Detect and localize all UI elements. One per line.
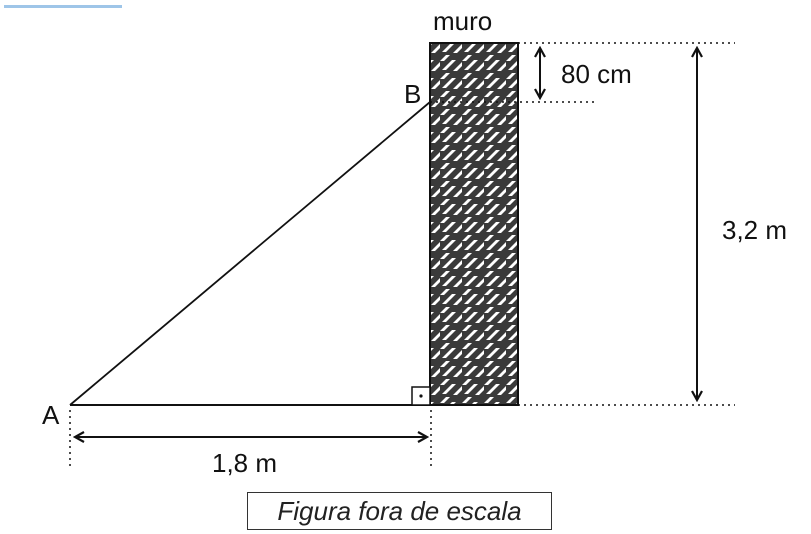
point-a-label: A [42,400,60,430]
point-b-label: B [404,79,421,109]
gap-label: 80 cm [561,59,632,89]
caption-text: Figura fora de escala [277,495,522,526]
dotted-guides [69,42,735,468]
wall-label: muro [433,6,492,36]
base-label: 1,8 m [212,448,277,478]
wall [429,42,519,406]
right-angle-dot [419,394,423,398]
height-label: 3,2 m [722,215,787,245]
caption-box: Figura fora de escala [247,492,552,530]
top-accent-bar [4,5,122,8]
hypotenuse-line [69,101,431,406]
